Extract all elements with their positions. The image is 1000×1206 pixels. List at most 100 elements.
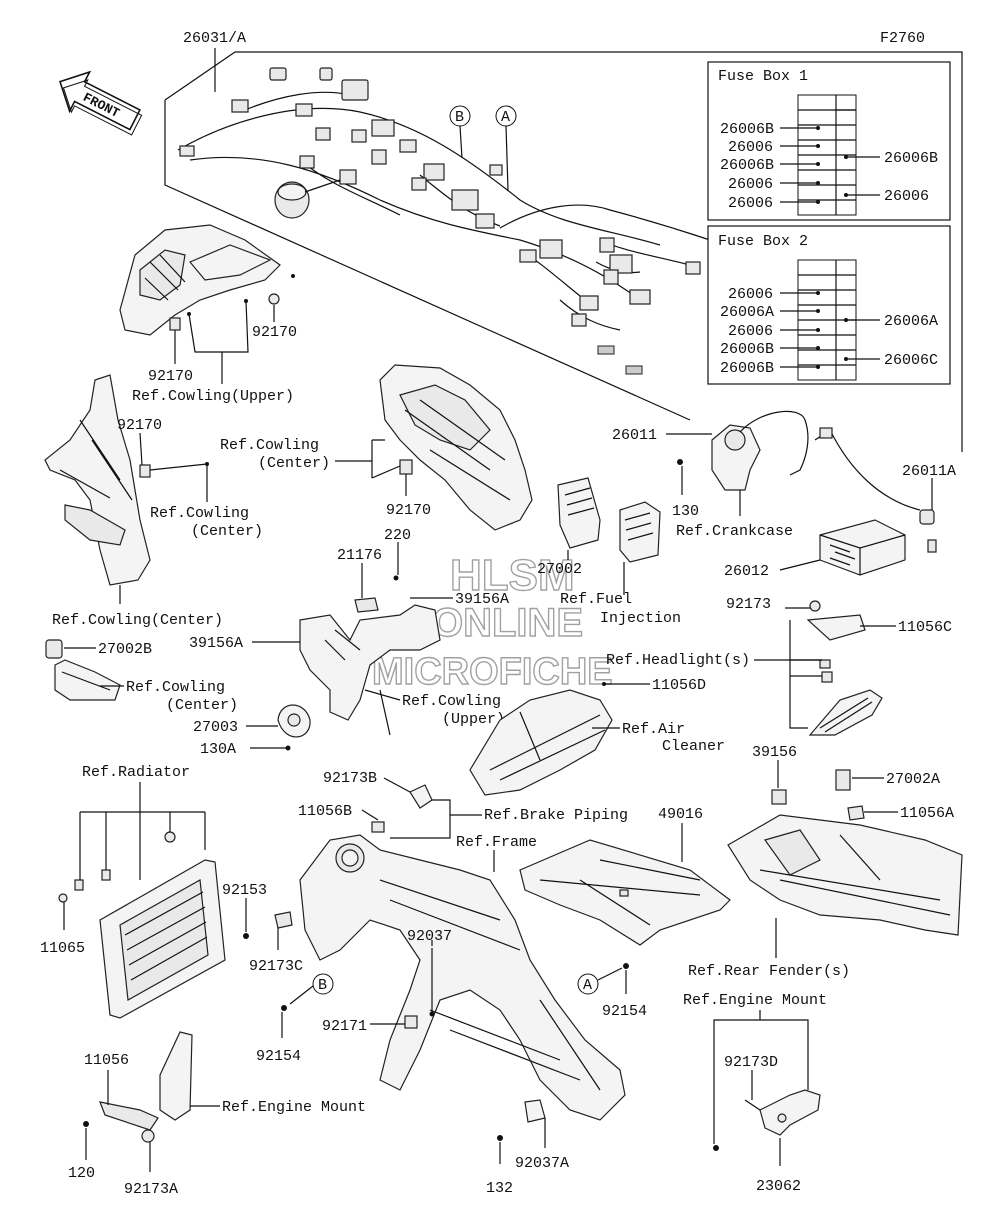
engine-mount-bracket-right	[713, 1089, 821, 1151]
fuse-box-2-label-4: 26006B	[720, 341, 774, 358]
front-arrow-icon: FRONT	[59, 70, 143, 136]
clamp-56030	[597, 345, 615, 355]
ref-air-cleaner-line1: Ref.Air	[622, 721, 685, 738]
part-92170-b: 92170	[148, 368, 193, 385]
part-92173C: 92173C	[249, 958, 303, 975]
callout-b-top-label: B	[455, 109, 464, 126]
bolt-132	[497, 1135, 503, 1141]
crank-sensor-assembly	[677, 410, 921, 511]
part-11056C: 11056C	[898, 619, 952, 636]
fuse-box-1: Fuse Box 1 26006B 26006 26006B 26006 260…	[707, 61, 951, 221]
ref-cowling-center-d-line2: (Center)	[166, 697, 238, 714]
part-92037A: 92037A	[515, 1155, 569, 1172]
part-11056D: 11056D	[652, 677, 706, 694]
grommet-92170-c	[139, 464, 151, 478]
grommet-92170-a	[268, 293, 280, 305]
ref-crankcase: Ref.Crankcase	[676, 523, 793, 540]
ref-frame: Ref.Frame	[456, 834, 537, 851]
right-headlight-assembly	[806, 600, 883, 736]
part-26031a: 26031/A	[183, 30, 246, 47]
watermark: HLSM ONLINE MICROFICHE	[371, 550, 613, 693]
part-92173: 92173	[726, 596, 771, 613]
ref-cowling-center-c: Ref.Cowling(Center)	[52, 612, 223, 629]
part-220: 220	[384, 527, 411, 544]
watermark-line-3: MICROFICHE	[372, 651, 613, 693]
ref-headlight: Ref.Headlight(s)	[606, 652, 750, 669]
part-11065: 11065	[40, 940, 85, 957]
clamp-56030a	[625, 365, 643, 375]
part-27003: 27003	[193, 719, 238, 736]
fuse-box-2-left-leaders	[780, 291, 880, 369]
fuel-injection-modules	[557, 477, 661, 563]
fuse-box-1-label-5: 26006	[728, 195, 773, 212]
ref-cowling-center-a-line1: Ref.Cowling	[150, 505, 249, 522]
fuse-box-2-title: Fuse Box 2	[718, 233, 808, 250]
frame	[299, 834, 626, 1123]
part-26012: 26012	[724, 563, 769, 580]
engine-mount-bracket-left	[83, 1031, 193, 1143]
rear-fender	[727, 769, 963, 936]
figure-id: F2760	[880, 30, 925, 47]
part-92153: 92153	[222, 882, 267, 899]
main-wiring-harness	[177, 67, 711, 375]
ref-engine-mount-a: Ref.Engine Mount	[683, 992, 827, 1009]
bracket-27002b	[45, 639, 121, 701]
watermark-line-1: HLSM	[450, 551, 575, 600]
fuse-box-2-label-3: 26006	[728, 323, 773, 340]
grommet-92170-b	[169, 317, 181, 331]
callout-b-bottom: B	[281, 973, 334, 1011]
left-frame-fasteners	[243, 911, 433, 1012]
fuse-box-2-label-1: 26006	[728, 286, 773, 303]
callout-a-bottom: A	[577, 963, 629, 995]
part-132: 132	[486, 1180, 513, 1197]
ref-radiator: Ref.Radiator	[82, 764, 190, 781]
ref-cowling-center-b-line2: (Center)	[258, 455, 330, 472]
part-49016: 49016	[658, 806, 703, 823]
fuse-box-1-label-1: 26006B	[720, 121, 774, 138]
part-39156A-a: 39156A	[455, 591, 509, 608]
part-92170-a: 92170	[252, 324, 297, 341]
grommet-92170-d	[399, 459, 413, 475]
ref-cowling-upper: Ref.Cowling(Upper)	[132, 388, 294, 405]
fuse-box-1-right-label-1: 26006B	[884, 150, 938, 167]
ecu-26012	[819, 509, 937, 576]
part-120: 120	[68, 1165, 95, 1182]
part-27002A: 27002A	[886, 771, 940, 788]
part-23062: 23062	[756, 1178, 801, 1195]
part-27002: 27002	[537, 561, 582, 578]
fuse-box-1-title: Fuse Box 1	[718, 68, 808, 85]
center-bracket-assembly	[277, 575, 441, 751]
fuse-box-1-left-leaders	[780, 126, 880, 204]
mat-49016	[519, 839, 731, 946]
brake-piping-clamps	[371, 784, 433, 833]
ref-cowling-upper-b-line1: Ref.Cowling	[402, 693, 501, 710]
part-92037: 92037	[407, 928, 452, 945]
part-21176: 21176	[337, 547, 382, 564]
part-11056B: 11056B	[298, 803, 352, 820]
fuse-box-2-right-label-1: 26006A	[884, 313, 938, 330]
ref-cowling-center-b-line1: Ref.Cowling	[220, 437, 319, 454]
left-cowling-bracket	[44, 374, 209, 586]
callout-b-top: B	[449, 105, 471, 159]
callout-b-bottom-label: B	[318, 977, 327, 994]
watermark-line-2: ONLINE	[432, 601, 583, 645]
air-cleaner-area	[469, 682, 613, 796]
ref-engine-mount-b: Ref.Engine Mount	[222, 1099, 366, 1116]
part-11056A: 11056A	[900, 805, 954, 822]
fuse-box-1-label-4: 26006	[728, 176, 773, 193]
part-130: 130	[672, 503, 699, 520]
ref-brake-piping: Ref.Brake Piping	[484, 807, 628, 824]
harness-box	[164, 48, 963, 452]
ref-fuel-injection-line2: Injection	[600, 610, 681, 627]
center-cowling-duct	[379, 364, 533, 531]
ref-cowling-center-d-line1: Ref.Cowling	[126, 679, 225, 696]
ref-cowling-upper-b-line2: (Upper)	[442, 711, 505, 728]
radiator	[58, 831, 226, 1019]
part-92170-c: 92170	[117, 417, 162, 434]
fuse-box-2-label-2: 26006A	[720, 304, 774, 321]
fuse-box-1-label-3: 26006B	[720, 157, 774, 174]
ref-rear-fender: Ref.Rear Fender(s)	[688, 963, 850, 980]
callout-a-top-label: A	[501, 109, 510, 126]
part-39156A-b: 39156A	[189, 635, 243, 652]
part-130A: 130A	[200, 741, 236, 758]
